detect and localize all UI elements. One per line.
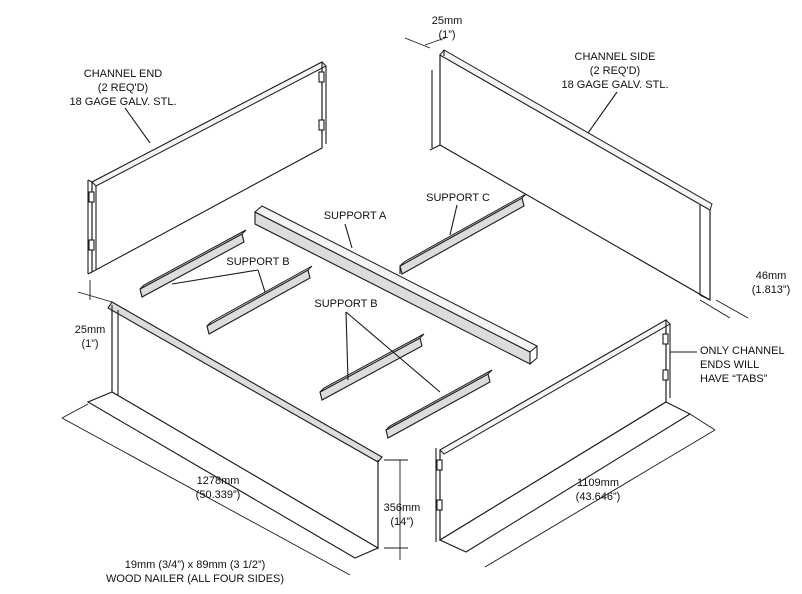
channel-end-label-line-3: 18 GAGE GALV. STL.	[70, 96, 177, 108]
tabs-note-line-2: ENDS WILL	[700, 359, 759, 371]
dim-right-flange-metric: 46mm	[756, 270, 787, 282]
nailer-label: 19mm (3/4”) x 89mm (3 1/2”) WOOD NAILER …	[106, 559, 284, 585]
dim-height-imperial: (14”)	[390, 516, 413, 528]
channel-end-panel-bottom-right	[435, 319, 692, 553]
dim-width-imperial: (43.646”)	[576, 491, 621, 503]
support-b-label-upper: SUPPORT B	[226, 256, 289, 268]
dim-top-flange-imperial: (1”)	[438, 29, 455, 41]
dim-right-flange-imperial: (1.813”)	[752, 284, 791, 296]
dim-width: 1109mm (43.646”)	[576, 477, 621, 503]
channel-end-label-line-1: CHANNEL END	[84, 68, 162, 80]
nailer-label-line-1: 19mm (3/4”) x 89mm (3 1/2”)	[125, 559, 266, 571]
channel-side-label: CHANNEL SIDE (2 REQ'D) 18 GAGE GALV. STL…	[562, 51, 669, 91]
support-a-label: SUPPORT A	[324, 210, 387, 222]
tabs-note-line-1: ONLY CHANNEL	[700, 345, 785, 357]
channel-side-label-line-2: (2 REQ'D)	[590, 65, 640, 77]
support-b-label-lower: SUPPORT B	[314, 298, 377, 310]
dim-length-imperial: (50.339”)	[196, 489, 241, 501]
channel-side-label-line-3: 18 GAGE GALV. STL.	[562, 79, 669, 91]
channel-side-panel-bottom-left	[86, 301, 383, 559]
channel-end-panel-top-left	[87, 61, 327, 275]
tabs-note-label: ONLY CHANNEL ENDS WILL HAVE “TABS”	[700, 345, 785, 385]
tabs-note-line-3: HAVE “TABS”	[700, 373, 768, 385]
channel-side-label-line-1: CHANNEL SIDE	[575, 51, 656, 63]
dim-length: 1278mm (50.339”)	[196, 475, 241, 501]
dim-left-flange-imperial: (1”)	[81, 338, 98, 350]
dim-top-flange: 25mm (1”)	[432, 15, 463, 41]
channel-side-panel-top-right	[429, 49, 713, 301]
support-b-beam-1	[139, 229, 247, 298]
support-a-beam	[254, 205, 538, 365]
leader-lines	[124, 91, 697, 393]
dim-length-metric: 1278mm	[197, 475, 240, 487]
support-c-label: SUPPORT C	[426, 192, 490, 204]
dim-left-flange-metric: 25mm	[75, 324, 106, 336]
dimension-lines	[61, 37, 749, 576]
support-c-beam	[399, 193, 527, 275]
channel-end-label: CHANNEL END (2 REQ'D) 18 GAGE GALV. STL.	[70, 68, 177, 108]
nailer-label-line-2: WOOD NAILER (ALL FOUR SIDES)	[106, 573, 284, 585]
support-b-beam-4	[385, 369, 493, 439]
dim-width-metric: 1109mm	[577, 477, 619, 489]
support-b-beam-2	[206, 265, 313, 335]
dim-height-metric: 356mm	[384, 502, 421, 514]
dim-top-flange-metric: 25mm	[432, 15, 463, 27]
dim-left-flange: 25mm (1”)	[75, 324, 106, 350]
channel-end-label-line-2: (2 REQ'D)	[98, 82, 148, 94]
support-b-beam-3	[319, 333, 425, 401]
dim-height: 356mm (14”)	[384, 502, 421, 528]
dim-right-flange: 46mm (1.813”)	[752, 270, 791, 296]
